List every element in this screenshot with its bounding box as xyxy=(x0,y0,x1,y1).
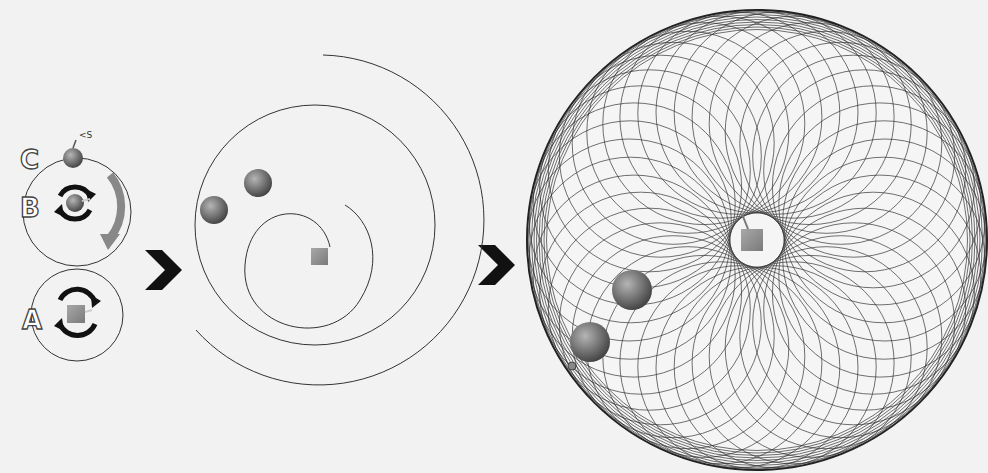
chevron xyxy=(478,245,515,285)
left-panel xyxy=(23,158,131,361)
trajectory xyxy=(195,55,484,385)
curved-arrow xyxy=(110,175,121,238)
rosette xyxy=(528,11,986,469)
rotation-arrows xyxy=(60,187,95,336)
sphere xyxy=(66,194,84,212)
central-square xyxy=(741,229,763,251)
sphere xyxy=(612,270,652,310)
orbit-disk xyxy=(527,10,987,470)
panel-letter: B xyxy=(20,195,40,221)
central-square xyxy=(67,305,85,323)
panel-letter: A xyxy=(22,307,42,333)
chevron xyxy=(145,250,182,290)
panel-letter: C xyxy=(20,147,39,173)
sphere xyxy=(63,148,83,168)
central-square xyxy=(311,248,328,265)
small-label: <S xyxy=(79,131,92,140)
sphere xyxy=(244,169,272,197)
sphere xyxy=(570,322,610,362)
sphere xyxy=(200,196,228,224)
